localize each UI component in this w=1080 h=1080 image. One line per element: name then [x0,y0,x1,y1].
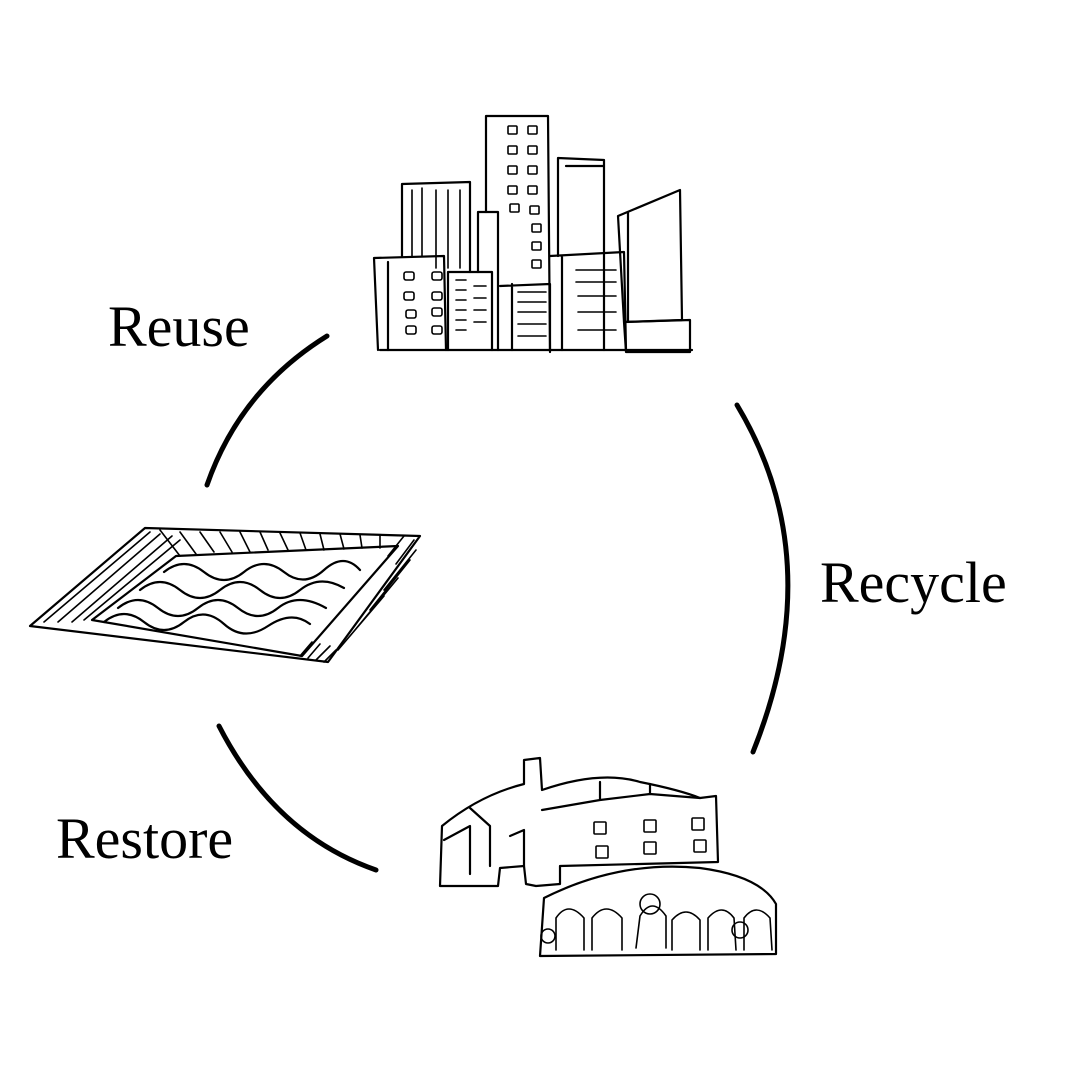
stage-label-restore: Restore [56,806,234,871]
cycle-arc-reuse [204,333,330,488]
stage-label-recycle: Recycle [820,550,1007,615]
cycle-arc-restore [216,723,379,873]
cycle-arc-recycle [734,402,791,755]
city-skyline-icon [372,114,694,354]
stage-label-reuse: Reuse [108,294,250,359]
excavated-pit-icon [28,526,422,664]
factory-neighborhood-icon [438,756,778,958]
